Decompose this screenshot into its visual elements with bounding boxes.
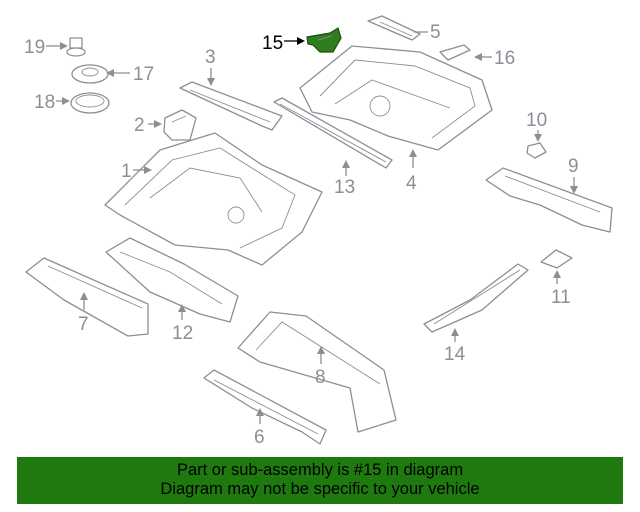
callout-12: 12 bbox=[172, 304, 193, 344]
svg-text:15: 15 bbox=[262, 33, 283, 54]
parts-diagram: 19 17 18 3 2 bbox=[24, 15, 613, 448]
svg-text:13: 13 bbox=[334, 177, 355, 198]
part-4-rear-floor[interactable] bbox=[299, 45, 493, 151]
svg-text:2: 2 bbox=[134, 115, 145, 136]
callout-5: 5 bbox=[414, 22, 441, 43]
callout-1: 1 bbox=[121, 161, 152, 182]
banner-line-2: Diagram may not be specific to your vehi… bbox=[160, 480, 480, 498]
info-banner: Part or sub-assembly is #15 in diagram D… bbox=[17, 457, 623, 504]
svg-text:8: 8 bbox=[315, 367, 326, 388]
svg-text:6: 6 bbox=[254, 427, 265, 448]
part-7-rail[interactable] bbox=[25, 257, 149, 337]
part-10-clip[interactable] bbox=[526, 142, 547, 159]
part-15-bracket[interactable] bbox=[306, 27, 342, 53]
callout-16: 16 bbox=[474, 48, 515, 69]
part-16-bracket[interactable] bbox=[439, 44, 471, 61]
callout-10: 10 bbox=[526, 110, 547, 142]
part-8-crossmember[interactable] bbox=[237, 311, 397, 433]
part-14-rail[interactable] bbox=[423, 263, 529, 333]
callout-13: 13 bbox=[334, 160, 355, 198]
callout-11: 11 bbox=[551, 270, 571, 308]
svg-text:1: 1 bbox=[121, 161, 132, 182]
part-9-rear-rail[interactable] bbox=[485, 167, 613, 233]
svg-text:4: 4 bbox=[406, 173, 417, 194]
callout-9: 9 bbox=[568, 156, 579, 194]
part-12-reinforcement[interactable] bbox=[105, 237, 239, 323]
callout-3: 3 bbox=[205, 47, 216, 86]
svg-text:18: 18 bbox=[34, 92, 55, 113]
part-3-crossmember[interactable] bbox=[179, 81, 283, 131]
part-18-ring[interactable] bbox=[70, 92, 110, 114]
banner-line-1: Part or sub-assembly is #15 in diagram bbox=[176, 461, 464, 479]
part-11-bracket[interactable] bbox=[540, 249, 573, 269]
svg-text:12: 12 bbox=[172, 323, 193, 344]
callout-4: 4 bbox=[406, 149, 417, 194]
callout-19: 19 bbox=[24, 37, 68, 58]
part-19-bolt[interactable] bbox=[66, 37, 86, 57]
svg-text:5: 5 bbox=[430, 22, 441, 43]
svg-text:3: 3 bbox=[205, 47, 216, 68]
part-1-floor-pan[interactable] bbox=[104, 132, 323, 266]
callout-14: 14 bbox=[444, 328, 466, 365]
callout-8: 8 bbox=[315, 346, 326, 388]
svg-text:19: 19 bbox=[24, 37, 45, 58]
svg-text:11: 11 bbox=[551, 287, 571, 308]
callout-2: 2 bbox=[134, 115, 162, 136]
callout-7: 7 bbox=[78, 292, 89, 335]
part-17-mount[interactable] bbox=[71, 64, 109, 84]
svg-text:17: 17 bbox=[133, 64, 154, 85]
callout-18: 18 bbox=[34, 92, 70, 113]
svg-text:7: 7 bbox=[78, 314, 89, 335]
part-13-rail[interactable] bbox=[273, 97, 393, 169]
callout-17: 17 bbox=[106, 64, 154, 85]
part-2-bracket[interactable] bbox=[163, 109, 197, 141]
callout-6: 6 bbox=[254, 408, 265, 448]
svg-text:14: 14 bbox=[444, 344, 466, 365]
part-5-bracket[interactable] bbox=[367, 15, 421, 41]
callout-15: 15 bbox=[262, 33, 305, 54]
svg-text:9: 9 bbox=[568, 156, 579, 177]
svg-text:10: 10 bbox=[526, 110, 547, 131]
part-6-rail[interactable] bbox=[203, 369, 327, 445]
svg-text:16: 16 bbox=[494, 48, 515, 69]
